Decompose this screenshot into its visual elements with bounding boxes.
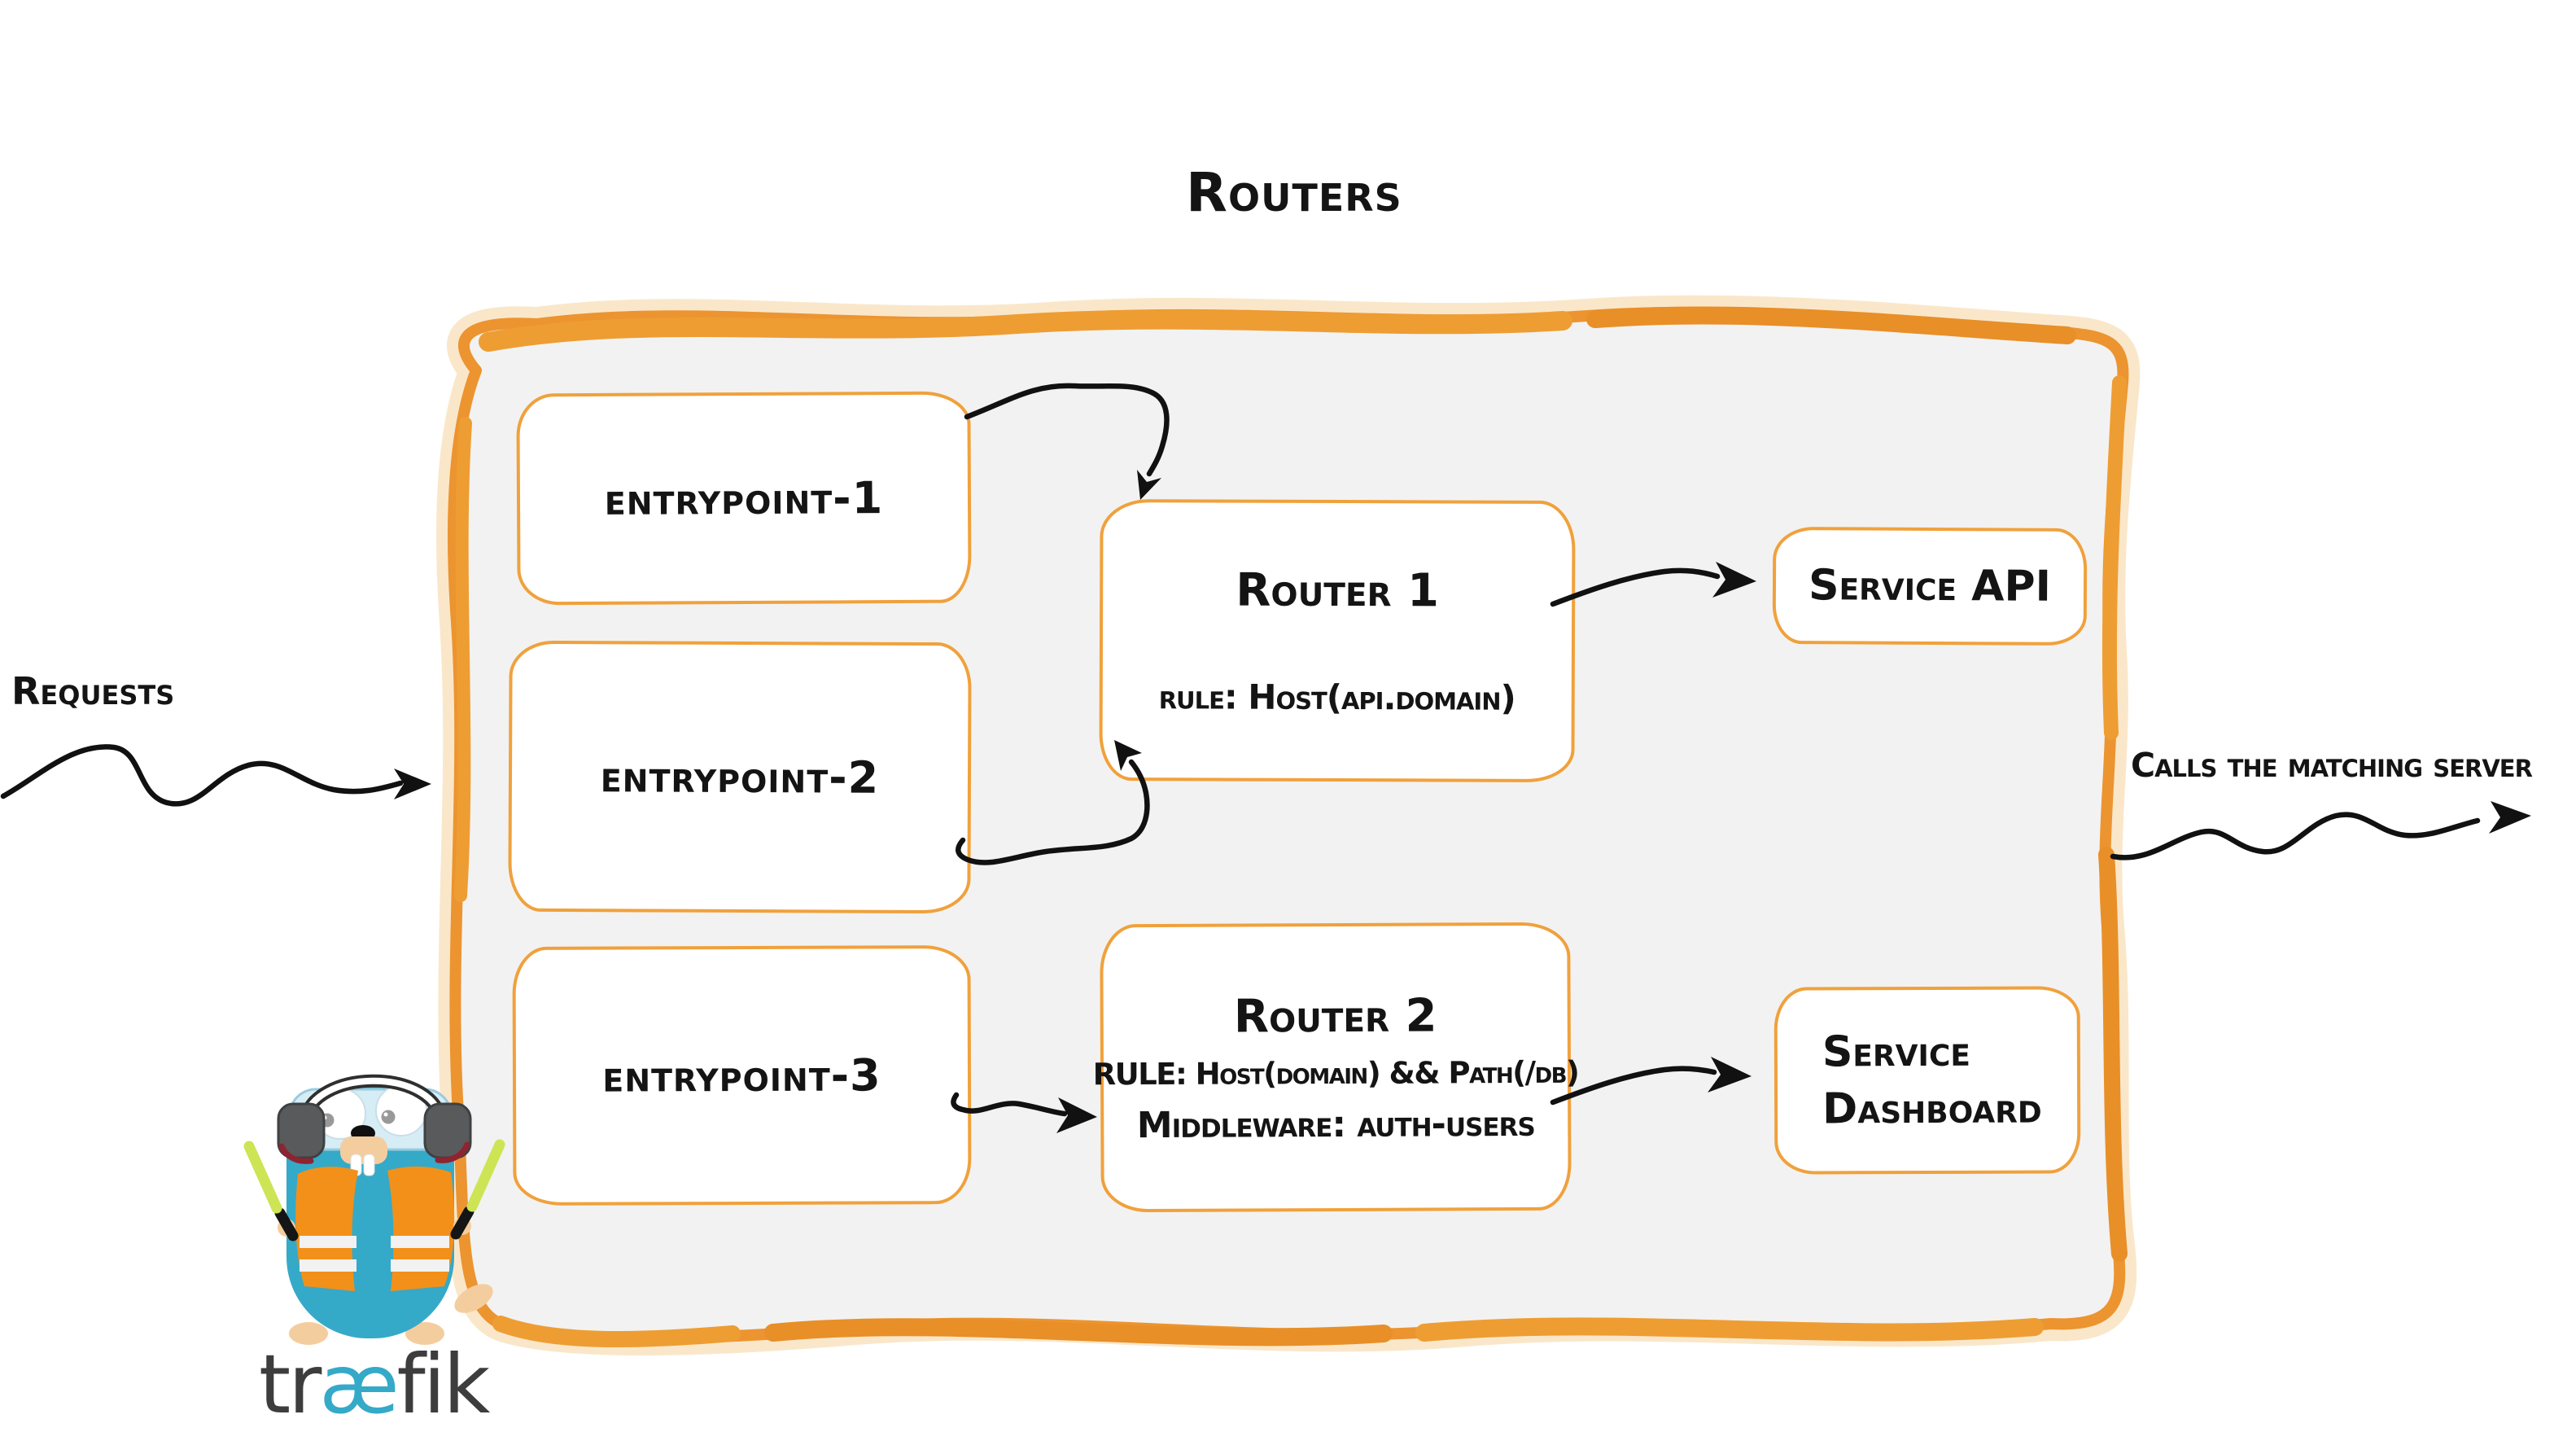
arrowheads — [394, 470, 2531, 1133]
arrow-router2-to-servicedashboard — [1550, 1066, 1717, 1106]
arrow-entrypoint3-to-router2 — [951, 1092, 1068, 1117]
calls-arrow — [2110, 812, 2481, 861]
wordmark-ligature: æ — [319, 1337, 399, 1432]
traefik-gopher-icon — [243, 1074, 505, 1345]
diagram-title: Routers — [1186, 161, 1402, 224]
wordmark-suffix: fik — [396, 1337, 491, 1432]
traefik-wordmark: træfik — [259, 1337, 491, 1432]
arrow-router1-to-serviceapi — [1550, 567, 1721, 607]
arrow-entrypoint1-to-router1 — [964, 383, 1170, 477]
requests-arrow — [0, 744, 404, 807]
requests-label: Requests — [11, 669, 175, 713]
calls-label: Calls the matching server — [2131, 746, 2533, 785]
wordmark-prefix: tr — [259, 1337, 321, 1432]
arrow-entrypoint2-to-router1 — [956, 759, 1150, 865]
